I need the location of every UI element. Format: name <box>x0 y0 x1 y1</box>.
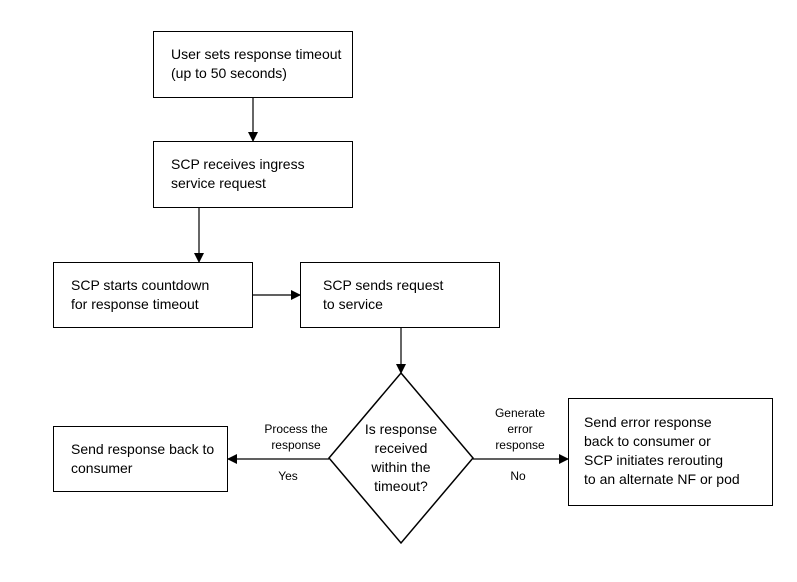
node-start-countdown: SCP starts countdown for response timeou… <box>53 262 253 328</box>
decision-diamond <box>328 371 474 545</box>
label-yes-action: Process the response <box>264 422 328 452</box>
node-decision-text: Is response received within the timeout? <box>364 421 438 494</box>
node-send-back: Send response back to consumer <box>53 426 228 492</box>
node-receive-request: SCP receives ingress service request <box>153 141 353 208</box>
label-yes: Yes <box>278 469 298 483</box>
label-no-action: Generate error response <box>494 406 546 452</box>
node-set-timeout: User sets response timeout (up to 50 sec… <box>153 31 353 98</box>
label-no: No <box>510 469 526 483</box>
node-send-request: SCP sends request to service <box>300 262 500 328</box>
node-error-response: Send error response back to consumer or … <box>568 398 773 506</box>
